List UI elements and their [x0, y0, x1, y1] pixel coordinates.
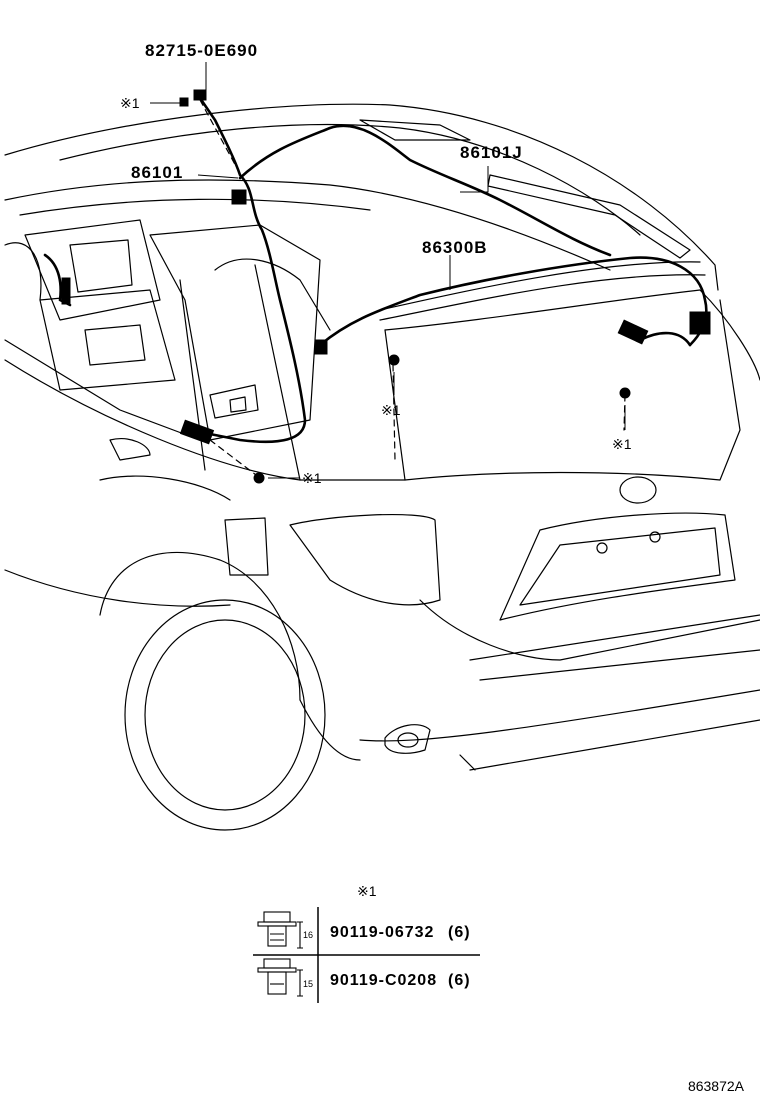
ref-mark-top: ※1 [120, 95, 140, 111]
connector-right [617, 319, 649, 345]
hatch-right-edge [699, 289, 760, 381]
license-plate-inner [519, 527, 721, 606]
clip-part-number: 90119-C0208 [330, 972, 438, 989]
connector-86300B [314, 339, 328, 355]
part-label-86101J: 86101J [460, 143, 523, 162]
clip-part-number: 90119-06732 [330, 924, 435, 941]
fuel-lid [224, 517, 269, 576]
d-pillar [254, 264, 301, 481]
clip-lower [253, 472, 265, 484]
door-outline [4, 339, 201, 441]
quarter-panel [4, 359, 406, 481]
rear-tire [124, 599, 326, 831]
nav-screen [69, 239, 133, 293]
clip-90119-C0208-icon [257, 958, 303, 997]
clip-guide-mid [392, 364, 396, 461]
connector-lower-left [179, 419, 215, 445]
antenna-cord-86300B [318, 256, 708, 347]
clip-mid [388, 354, 400, 366]
roof-rail [359, 119, 471, 141]
ref-mark-lower: ※1 [302, 470, 322, 486]
table-title-mark: ※1 [357, 883, 377, 899]
c-pillar [214, 258, 331, 331]
part-label-86300B: 86300B [422, 238, 488, 257]
clip-right [619, 387, 631, 399]
part-label-86101: 86101 [131, 163, 184, 182]
leader-86101J [460, 166, 489, 193]
bumper-bottom [469, 719, 760, 771]
taillight-left [289, 513, 441, 606]
diagram-code: 863872A [687, 1078, 744, 1094]
door-handle [109, 438, 151, 461]
bumper-lower [359, 689, 760, 742]
roof-outline [4, 103, 719, 291]
bumper-step [469, 614, 760, 681]
headliner-line [4, 179, 611, 271]
steering-wheel [4, 242, 42, 301]
connector-top [193, 89, 207, 101]
leader-86101 [197, 174, 239, 179]
clip-quantity: (6) [448, 972, 471, 989]
clip-guide-top [199, 99, 239, 171]
ref-mark-mid-right: ※1 [612, 436, 632, 452]
clip-quantity: (6) [448, 924, 471, 941]
rear-bumper [419, 599, 760, 661]
clip-dimension: 16 [303, 930, 314, 940]
ref-mark-mid-left: ※1 [381, 402, 401, 418]
hatch-body [384, 299, 741, 481]
hatch-top [379, 261, 701, 311]
clip-90119-06732-icon [257, 911, 303, 949]
clip-dimension: 15 [303, 979, 314, 989]
antenna-cord-roof [238, 124, 612, 257]
quarter-lower [4, 569, 231, 607]
connector-86101 [231, 189, 247, 205]
cargo-opening [149, 224, 321, 441]
rear-window-bottom [384, 289, 701, 331]
clip-guide-lower [209, 439, 261, 479]
rear-reflector [384, 724, 431, 754]
rear-emblem [619, 476, 657, 504]
wheel-arch [99, 551, 301, 701]
roof-inner-line [59, 123, 641, 236]
hatch-spoiler [379, 274, 706, 321]
dashboard [24, 219, 161, 321]
part-label-82715: 82715-0E690 [145, 41, 259, 60]
antenna-cord-86101J [198, 96, 307, 444]
license-plate-recess [499, 512, 736, 621]
